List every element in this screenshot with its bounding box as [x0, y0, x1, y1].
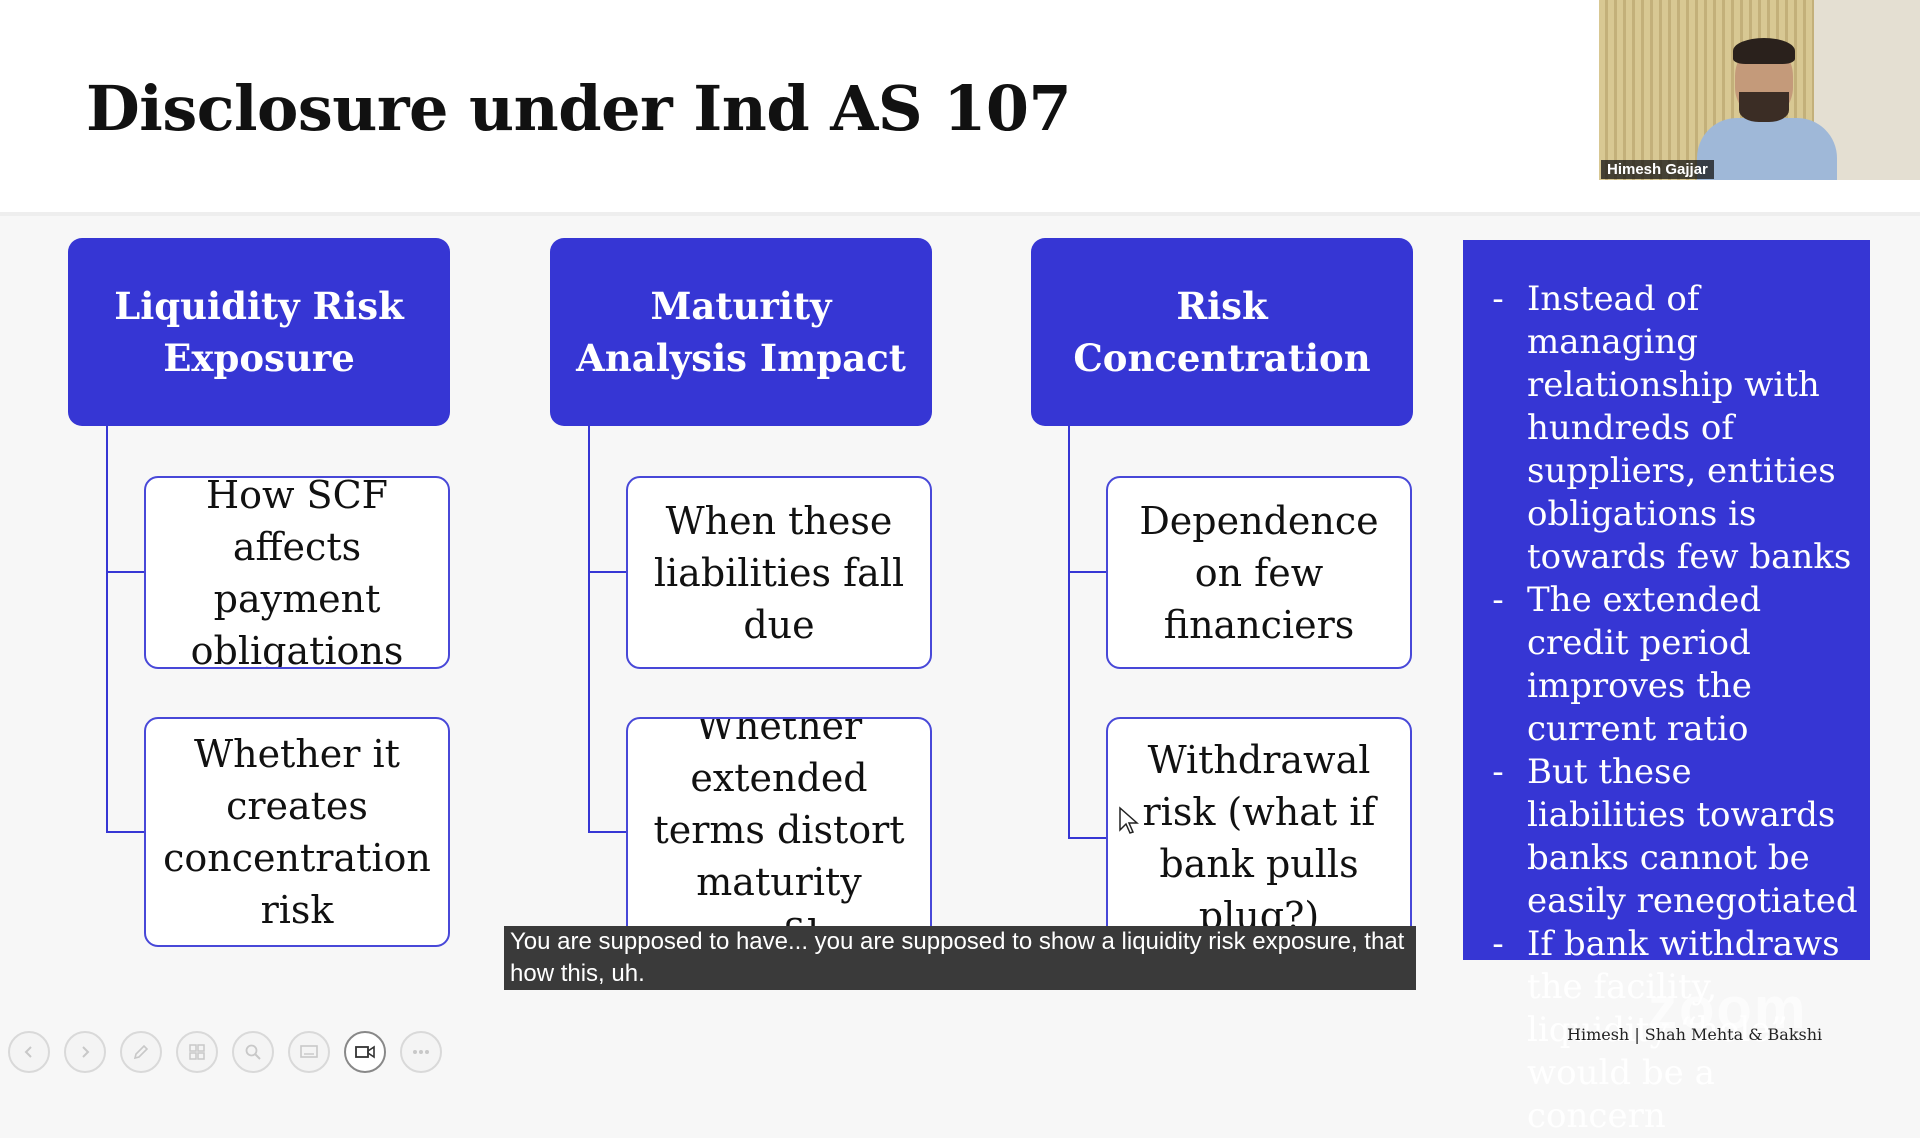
slide-title: Disclosure under Ind AS 107 — [86, 72, 1072, 145]
bullet-dash: - — [1492, 924, 1504, 964]
participant-name-label: Himesh Gajjar — [1601, 160, 1714, 179]
video-camera-icon — [355, 1045, 375, 1059]
column-header-risk-concentration: Risk Concentration — [1031, 238, 1413, 426]
note-item: - The extended credit period improves th… — [1469, 579, 1858, 751]
connector-line — [588, 426, 590, 832]
bullet-dash: - — [1492, 279, 1504, 319]
more-options-button[interactable] — [400, 1031, 442, 1073]
notes-box: - Instead of managing relationship with … — [1463, 240, 1870, 1136]
pen-icon — [133, 1044, 149, 1060]
next-slide-button[interactable] — [64, 1031, 106, 1073]
participant-hair — [1733, 38, 1795, 64]
column-item: Whether extended terms distort maturity … — [626, 717, 932, 943]
column-header-liquidity-risk: Liquidity Risk Exposure — [68, 238, 450, 426]
chevron-right-icon — [82, 1046, 90, 1058]
participant-body — [1697, 118, 1837, 180]
zoom-watermark: zoom — [1648, 976, 1808, 1041]
connector-line — [588, 831, 626, 833]
note-item: - Instead of managing relationship with … — [1469, 278, 1858, 579]
connector-line — [1068, 571, 1106, 573]
bullet-dash: - — [1492, 752, 1504, 792]
ellipsis-icon — [413, 1050, 429, 1054]
mouse-cursor-icon — [1119, 806, 1139, 834]
column-item: How SCF affects payment obligations — [144, 476, 450, 669]
magnifier-icon — [245, 1044, 261, 1060]
connector-line — [1068, 837, 1106, 839]
subtitles-button[interactable] — [288, 1031, 330, 1073]
previous-slide-button[interactable] — [8, 1031, 50, 1073]
participant-beard — [1739, 92, 1789, 122]
note-text: Instead of managing relationship with hu… — [1527, 279, 1852, 577]
connector-line — [1068, 426, 1070, 838]
bullet-dash: - — [1492, 580, 1504, 620]
presentation-toolbar — [8, 1031, 442, 1073]
slide-footer: Himesh | Shah Mehta & Bakshi — [1567, 1025, 1823, 1044]
connector-line — [106, 831, 144, 833]
camera-button[interactable] — [344, 1031, 386, 1073]
live-caption: You are supposed to have... you are supp… — [504, 926, 1416, 990]
note-text: But these liabilities towards banks cann… — [1527, 752, 1858, 921]
screen-icon — [300, 1045, 318, 1058]
column-item: Withdrawal risk (what if bank pulls plug… — [1106, 717, 1412, 958]
connector-line — [106, 571, 144, 573]
zoom-button[interactable] — [232, 1031, 274, 1073]
chevron-left-icon — [24, 1046, 32, 1058]
column-item: Dependence on few financiers — [1106, 476, 1412, 669]
grid-icon — [189, 1044, 205, 1060]
pen-tool-button[interactable] — [120, 1031, 162, 1073]
connector-line — [588, 571, 626, 573]
slides-overview-button[interactable] — [176, 1031, 218, 1073]
column-item: Whether it creates concentration risk — [144, 717, 450, 947]
note-text: The extended credit period improves the … — [1527, 580, 1762, 749]
connector-line — [106, 426, 108, 832]
column-header-maturity-analysis: Maturity Analysis Impact — [550, 238, 932, 426]
divider — [0, 212, 1920, 216]
column-item: When these liabilities fall due — [626, 476, 932, 669]
participant-video[interactable]: Himesh Gajjar — [1599, 0, 1920, 180]
note-item: - But these liabilities towards banks ca… — [1469, 751, 1858, 923]
